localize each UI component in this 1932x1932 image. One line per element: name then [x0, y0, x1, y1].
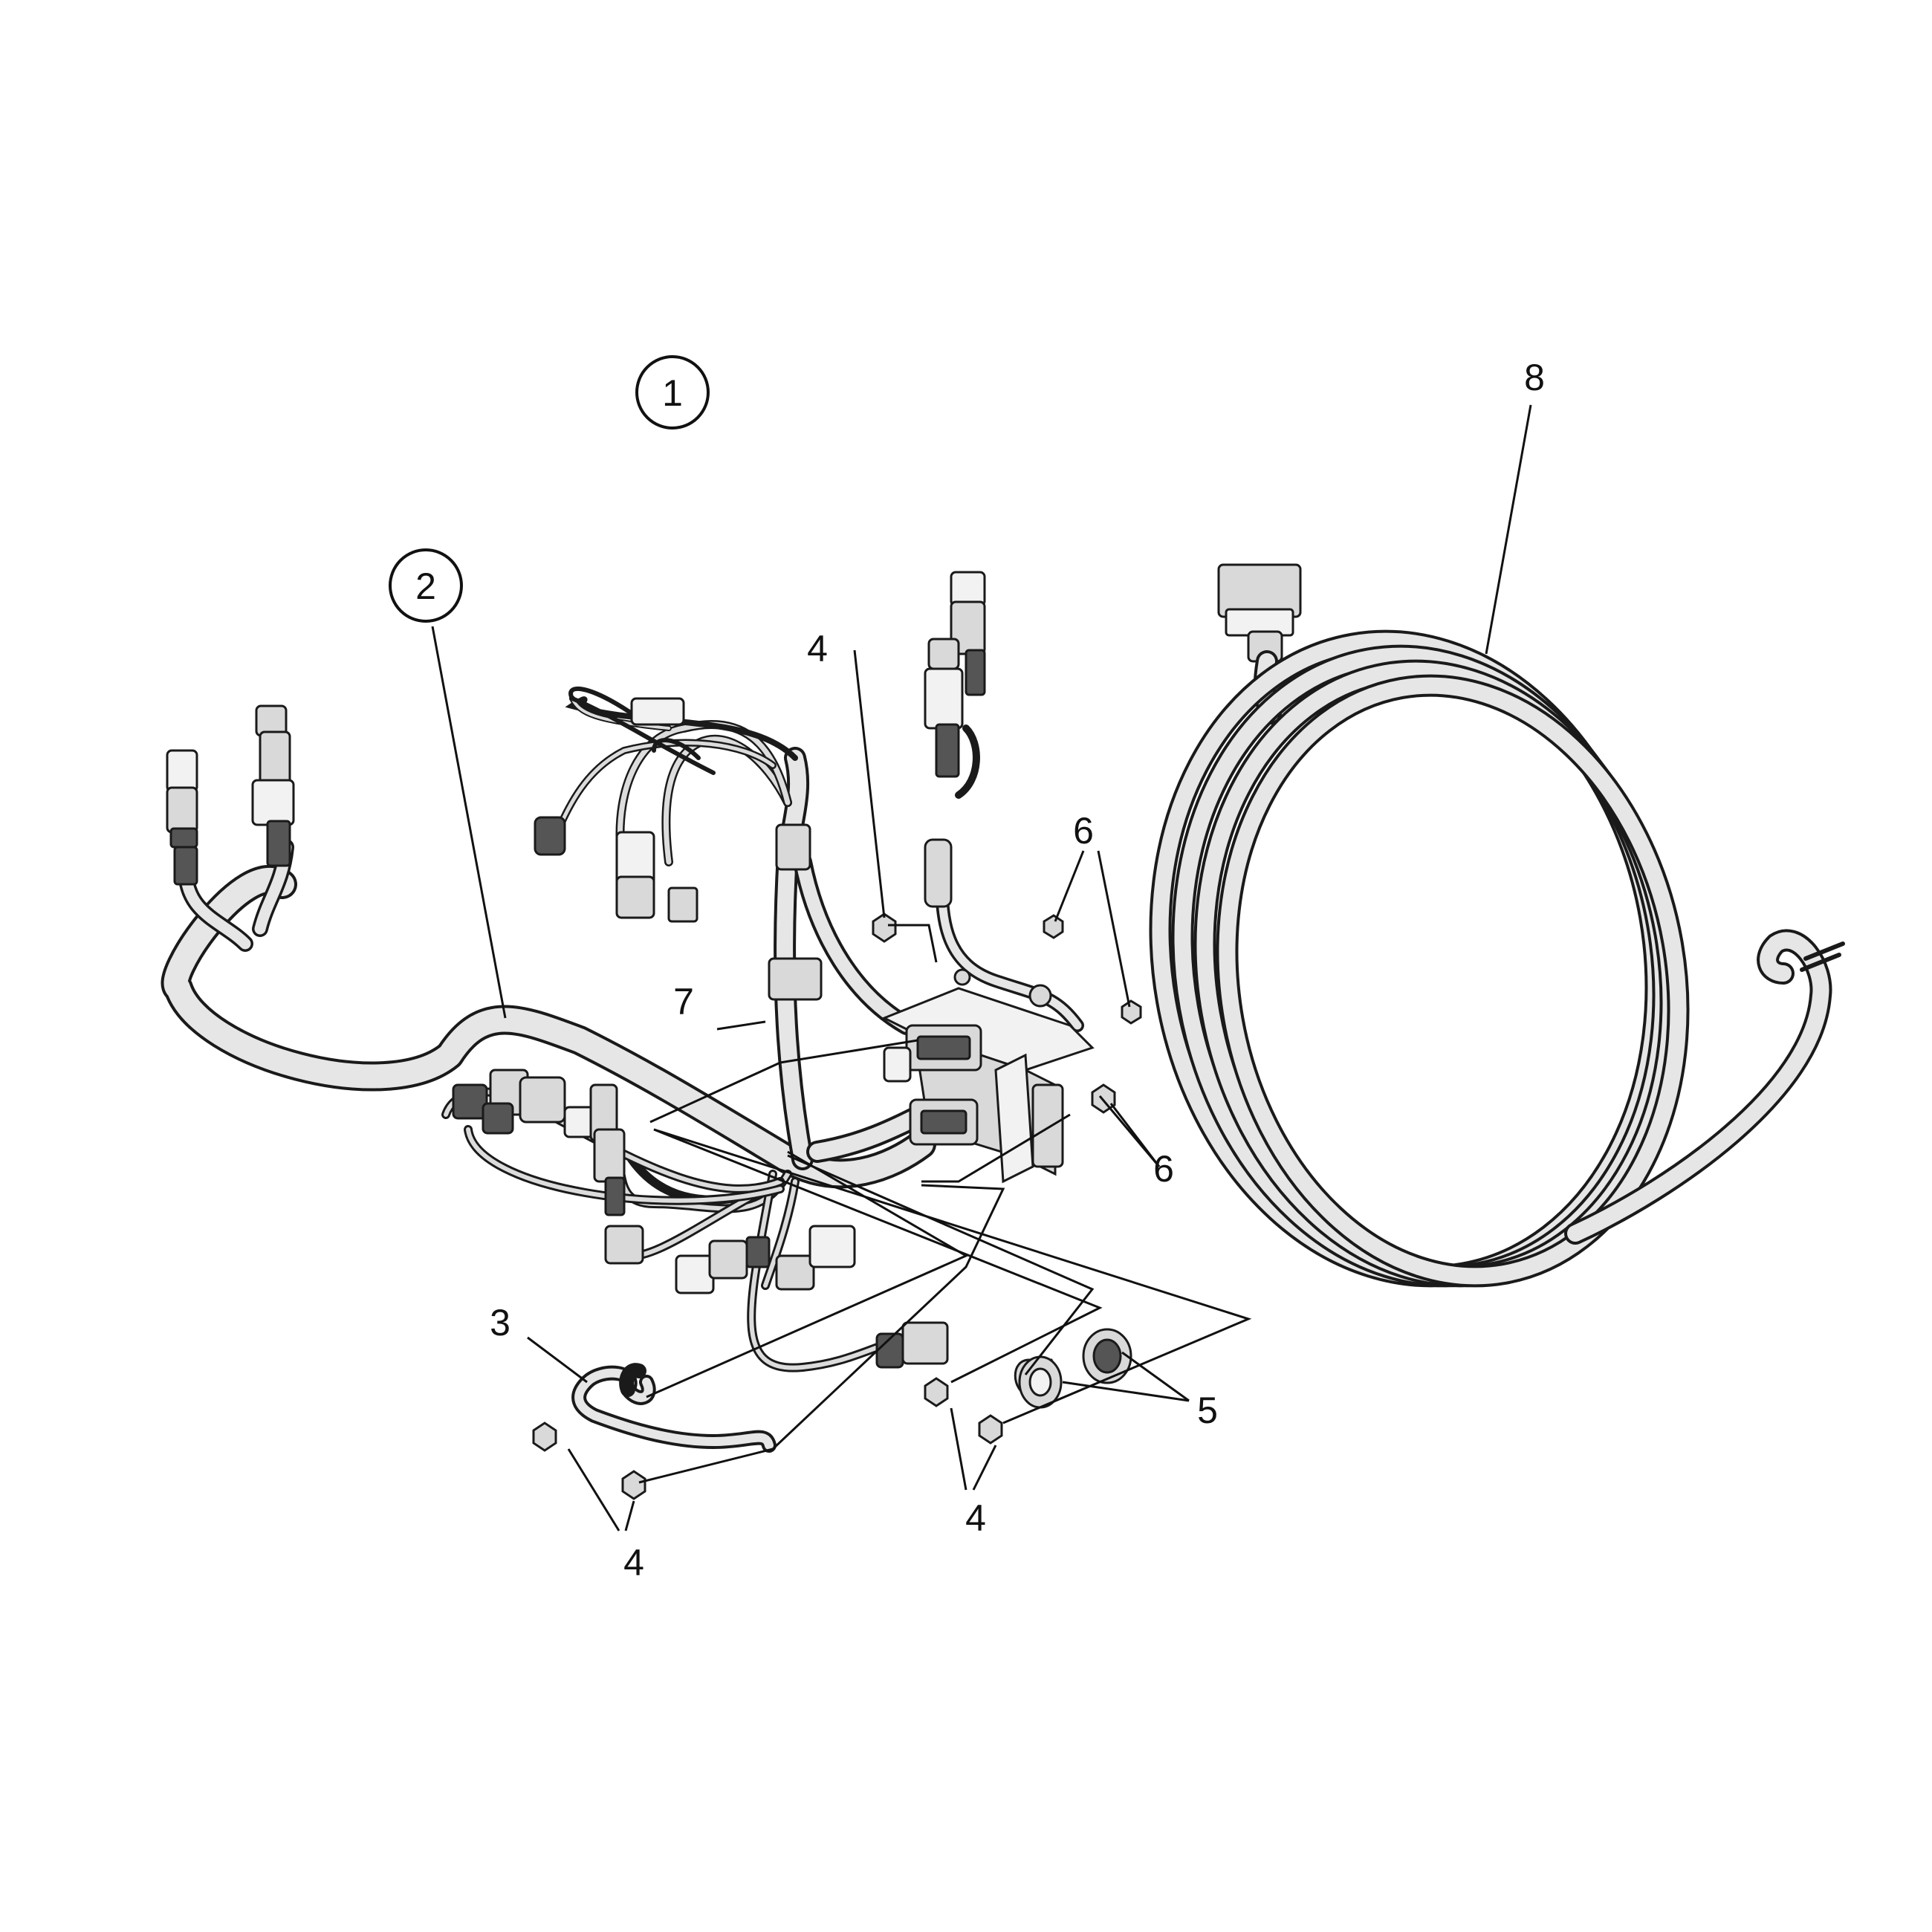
- callout-2-label: 2: [415, 565, 436, 607]
- clip-grommets: [1014, 1328, 1132, 1409]
- callout-1: 1: [635, 355, 710, 429]
- leader-lines: [431, 404, 1532, 1531]
- upper-right-connectors: [924, 571, 986, 908]
- callout-7-label: 7: [673, 981, 694, 1022]
- callout-5-label: 5: [1197, 1390, 1218, 1431]
- bolts: [532, 912, 1142, 1500]
- lower-connectors: [452, 1069, 949, 1369]
- left-connectors: [166, 704, 295, 886]
- callout-8-label: 8: [1524, 357, 1545, 398]
- callout-4a-label: 4: [807, 628, 828, 670]
- callout-1-label: 1: [662, 372, 683, 414]
- hold-bracket: [571, 1363, 777, 1453]
- callout-4b-label: 4: [623, 1542, 644, 1583]
- top-connectors: [534, 697, 823, 1001]
- callout-6b-label: 6: [1153, 1148, 1174, 1190]
- coiled-cable: [1149, 563, 1845, 1288]
- callout-3-label: 3: [490, 1302, 510, 1343]
- callout-4c-label: 4: [965, 1497, 986, 1539]
- callout-6a-label: 6: [1073, 810, 1094, 852]
- bracket-assembly: [881, 968, 1095, 1184]
- callout-2: 2: [389, 548, 463, 623]
